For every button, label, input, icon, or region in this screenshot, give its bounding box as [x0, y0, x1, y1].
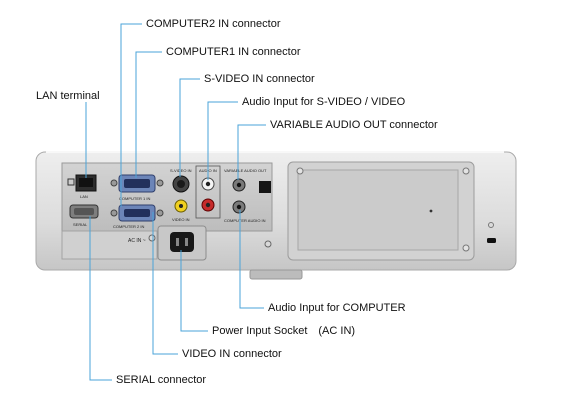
leader-video-in: [152, 212, 178, 355]
serial-marking: SERIAL: [73, 222, 88, 227]
lan-marking: LAN: [80, 194, 88, 199]
leader-computer2: [120, 23, 142, 207]
label-audio-computer: Audio Input for COMPUTER: [268, 302, 406, 314]
leader-svideo: [179, 78, 200, 177]
label-serial: SERIAL connector: [116, 374, 207, 386]
leader-power: [180, 250, 208, 332]
label-power-input: Power Input Socket (AC IN): [212, 325, 356, 337]
label-s-video-in: S-VIDEO IN connector: [204, 73, 315, 85]
label-computer1-in: COMPUTER1 IN connector: [166, 46, 301, 58]
connector-panel: [61, 162, 273, 232]
label-variable-audio-out: VARIABLE AUDIO OUT connector: [270, 119, 438, 131]
label-computer2-in: COMPUTER2 IN connector: [146, 18, 281, 30]
ir-sensor: [259, 181, 271, 193]
svideo-marking: S-VIDEO IN: [170, 168, 192, 173]
leader-computer1: [135, 51, 162, 178]
ac-in-marking: AC IN ~: [128, 238, 146, 244]
leader-serial: [89, 216, 112, 381]
computer2-marking: COMPUTER 2 IN: [113, 224, 144, 229]
label-audio-svideo-video: Audio Input for S-VIDEO / VIDEO: [242, 96, 406, 108]
projector-foot: [249, 269, 303, 280]
ac-in-socket: [170, 232, 194, 252]
leader-audio-computer: [239, 210, 264, 309]
computer-audio-in-marking: COMPUTER AUDIO IN: [224, 218, 266, 223]
variable-audio-out-marking: VARIABLE AUDIO OUT: [224, 168, 267, 173]
label-lan-terminal: LAN terminal: [36, 90, 100, 102]
video-marking: VIDEO IN: [172, 217, 190, 222]
leader-audio-svideo: [207, 101, 238, 180]
leader-lines: [85, 23, 266, 381]
security-slot-icon: [487, 238, 496, 243]
leader-variable-audio-out: [237, 124, 266, 180]
label-video-in: VIDEO IN connector: [182, 348, 282, 360]
computer1-marking: COMPUTER 1 IN: [119, 196, 150, 201]
